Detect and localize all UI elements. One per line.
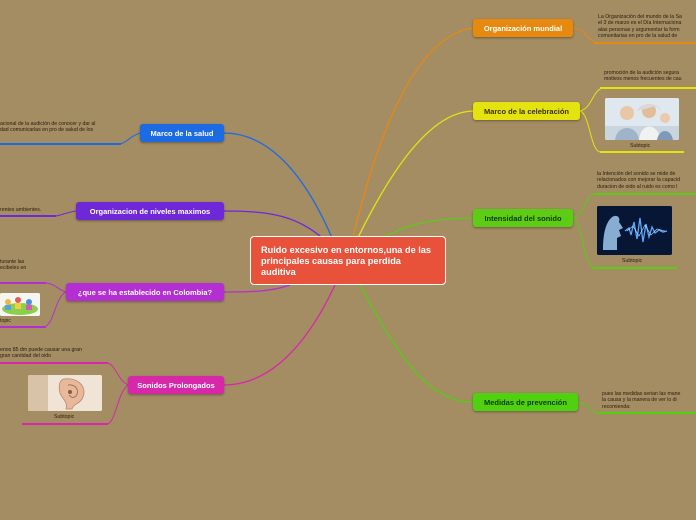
node-marco-salud[interactable]: Marco de la salud — [140, 124, 224, 142]
node-marco-celebracion[interactable]: Marco de la celebración — [473, 102, 580, 120]
central-topic-title: Ruido excesivo en entornos,una de las pr… — [261, 245, 431, 277]
subtopic-caption: Subtopic — [630, 143, 650, 149]
family-photo-icon — [605, 98, 679, 140]
subtopic-underline — [593, 267, 677, 269]
connector-prolongados — [224, 285, 335, 385]
note-intensidad-sonido: la Intención del sonido se mide de relac… — [597, 171, 696, 190]
subtopic-caption: topic — [0, 318, 11, 324]
node-label: Intensidad del sonido — [484, 214, 561, 223]
node-label: ¿que se ha establecido en Colombia? — [78, 288, 212, 297]
note-underline — [0, 143, 121, 145]
node-niveles-maximos[interactable]: Organizacion de niveles maximos — [76, 202, 224, 220]
note-marco-salud: acional de la audición de conocer y dar … — [0, 121, 120, 134]
central-topic[interactable]: Ruido excesivo en entornos,una de las pr… — [250, 236, 446, 285]
node-organizacion-mundial[interactable]: Organización mundial — [473, 19, 573, 37]
subtopic-caption: Subtopic — [54, 414, 74, 420]
note-organizacion-mundial: La Organización del mundo de la Sa el 3 … — [598, 14, 696, 40]
subtopic-underline — [22, 423, 108, 425]
note-underline — [0, 215, 56, 217]
note-marco-celebracion: promoción de la audición segura motivos … — [604, 70, 696, 83]
node-label: Sonidos Prolongados — [137, 381, 215, 390]
note-underline — [0, 362, 108, 364]
node-medidas-prevencion[interactable]: Medidas de prevención — [473, 393, 578, 411]
subtopic-underline — [600, 151, 684, 153]
node-label: Organización mundial — [484, 24, 562, 33]
note-niveles-maximos: rentes ambientes. — [0, 207, 56, 213]
node-label: Marco de la salud — [151, 129, 214, 138]
subtopic-underline — [0, 326, 46, 328]
node-sonidos-prolongados[interactable]: Sonidos Prolongados — [128, 376, 224, 394]
node-label: Organizacion de niveles maximos — [90, 207, 210, 216]
connector-marco-salud — [224, 133, 335, 245]
cartoon-scene-icon — [0, 293, 40, 316]
note-medidas-prevencion: pues las medidas serian las mane la caus… — [602, 391, 696, 410]
note-underline — [0, 282, 46, 284]
node-label: Marco de la celebración — [484, 107, 569, 116]
node-colombia[interactable]: ¿que se ha establecido en Colombia? — [66, 283, 224, 301]
note-colombia: turante las ecibeles en — [0, 259, 46, 272]
ear-icon — [28, 375, 102, 411]
note-sonidos-prolongados: enos 85 dm puede causar una gran gran ca… — [0, 347, 108, 360]
note-underline — [600, 87, 696, 89]
note-underline — [598, 412, 696, 414]
note-underline — [594, 42, 696, 44]
note-underline — [594, 193, 696, 195]
connector-medidas — [360, 285, 473, 402]
node-label: Medidas de prevención — [484, 398, 567, 407]
connector-celebracion — [352, 111, 473, 250]
subtopic-caption: Subtopic — [622, 258, 642, 264]
connector-colombia — [224, 285, 290, 292]
sound-wave-head-icon — [597, 206, 672, 255]
node-intensidad-sonido[interactable]: Intensidad del sonido — [473, 209, 573, 227]
